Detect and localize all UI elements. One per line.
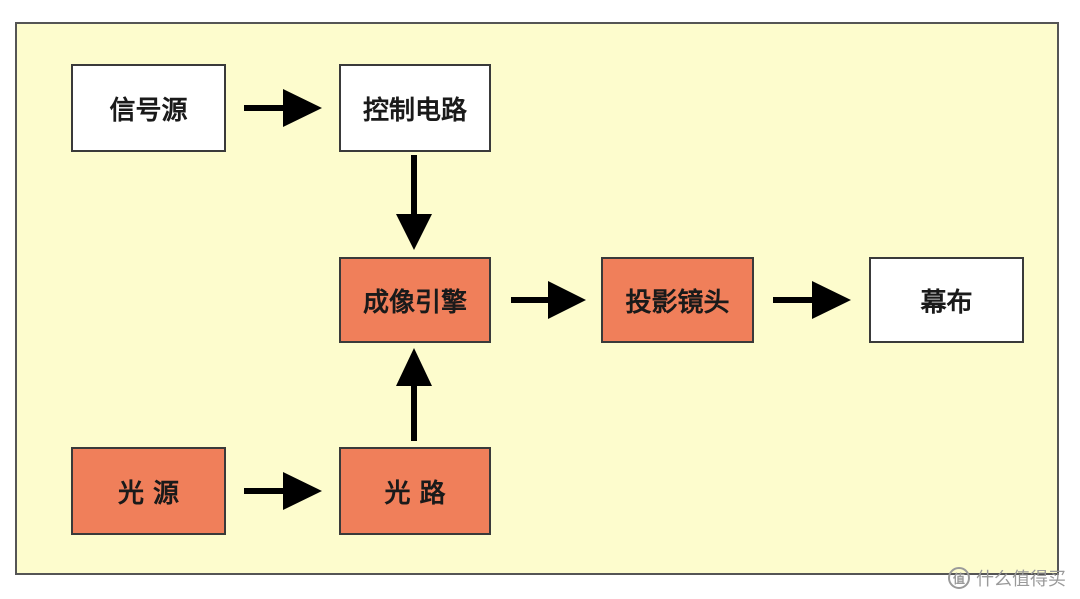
watermark-logo-icon: 值 xyxy=(948,567,970,589)
node-light-source: 光 源 xyxy=(71,447,226,535)
arrowhead-lens-to-screen xyxy=(812,281,851,319)
node-light-path: 光 路 xyxy=(339,447,491,535)
arrowhead-path-to-engine xyxy=(396,348,432,386)
arrowhead-source-to-path xyxy=(283,472,322,510)
arrowhead-signal-to-control xyxy=(283,89,322,127)
node-projection-lens: 投影镜头 xyxy=(601,257,754,343)
node-signal-source: 信号源 xyxy=(71,64,226,152)
node-control-circuit: 控制电路 xyxy=(339,64,491,152)
watermark-text: 什么值得买 xyxy=(976,569,1066,590)
arrowhead-control-to-engine xyxy=(396,214,432,250)
arrowhead-engine-to-lens xyxy=(548,281,586,319)
node-imaging-engine: 成像引擎 xyxy=(339,257,491,343)
watermark: 值 什么值得买 xyxy=(948,565,1066,591)
node-screen: 幕布 xyxy=(869,257,1024,343)
